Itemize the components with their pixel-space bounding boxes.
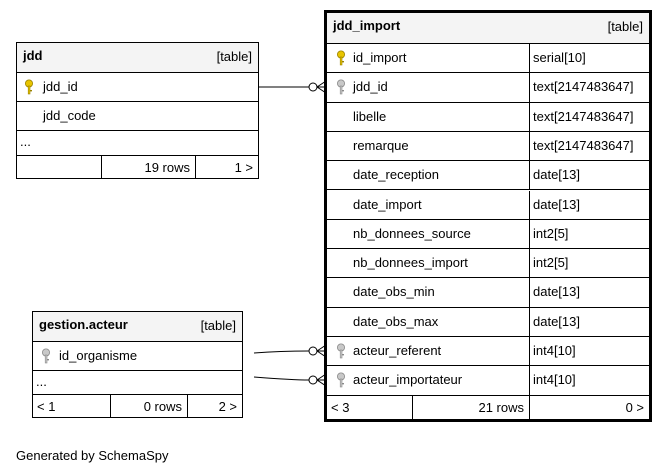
table-type: [table] (216, 49, 252, 64)
column-name: remarque (353, 137, 409, 153)
column-type: text[2147483647] (533, 137, 634, 153)
row-count: 19 rows (144, 160, 190, 175)
column-name: nb_donnees_source (353, 225, 471, 241)
table-header: gestion.acteur [table] (33, 312, 242, 342)
table-gestion-acteur[interactable]: gestion.acteur [table] id_organisme ... … (32, 311, 243, 418)
column-row-libelle[interactable]: libelle text[2147483647] (327, 102, 649, 132)
column-row-jdd-code[interactable]: jdd_code (17, 102, 258, 131)
column-type: int4[10] (533, 343, 576, 358)
column-row-acteur-importateur[interactable]: acteur_importateur int4[10] (327, 366, 649, 396)
relationship-acteur-to-importateur (253, 376, 310, 381)
foreign-key-icon (42, 348, 50, 364)
column-name: jdd_id (43, 79, 78, 94)
table-name: jdd_import (333, 18, 401, 33)
relationship-acteur-to-referent (253, 350, 310, 354)
row-count: 21 rows (478, 400, 524, 415)
column-row-date-obs-min[interactable]: date_obs_min date[13] (327, 278, 649, 308)
more-columns-ellipsis: ... (17, 131, 258, 156)
column-type: int2[5] (533, 225, 569, 241)
column-row-date-reception[interactable]: date_reception date[13] (327, 161, 649, 191)
foreign-key-icon (337, 372, 345, 388)
column-name: date_import (353, 196, 422, 212)
column-name: libelle (353, 108, 387, 124)
children-count[interactable]: 2 > (218, 399, 237, 414)
table-jdd[interactable]: jdd [table] jdd_id jdd_code ... 19 rows … (16, 42, 259, 179)
column-name: acteur_importateur (353, 372, 463, 388)
table-type: [table] (607, 19, 643, 34)
foreign-key-icon (337, 343, 345, 359)
column-row-jdd-id[interactable]: jdd_id text[2147483647] (327, 73, 649, 103)
row-count: 0 rows (143, 399, 182, 414)
column-type: int2[5] (533, 255, 569, 271)
column-type: date[13] (533, 313, 580, 329)
column-row-remarque[interactable]: remarque text[2147483647] (327, 131, 649, 162)
column-row-date-import[interactable]: date_import date[13] (327, 190, 649, 220)
more-columns-ellipsis: ... (33, 371, 242, 395)
primary-key-icon (337, 50, 345, 66)
generated-by-note: Generated by SchemaSpy (16, 448, 169, 463)
table-type: [table] (200, 318, 236, 333)
ellipsis-text: ... (36, 374, 47, 389)
column-name: jdd_code (43, 108, 96, 123)
children-count[interactable]: 0 > (625, 400, 644, 415)
column-row-id-import[interactable]: id_import serial[10] (327, 44, 649, 74)
column-name: id_organisme (59, 348, 138, 363)
column-type: date[13] (533, 284, 580, 300)
column-row-acteur-referent[interactable]: acteur_referent int4[10] (327, 337, 649, 367)
column-type: text[2147483647] (533, 108, 634, 124)
column-name: date_reception (353, 167, 440, 183)
column-name: date_obs_min (353, 284, 435, 300)
column-type: int4[10] (533, 372, 576, 388)
column-type: text[2147483647] (533, 79, 634, 95)
table-name: gestion.acteur (39, 317, 128, 332)
children-count[interactable]: 1 > (234, 160, 253, 175)
column-name: jdd_id (353, 79, 388, 95)
parents-count[interactable]: < 1 (37, 399, 56, 414)
primary-key-icon (25, 79, 33, 95)
column-type: date[13] (533, 167, 580, 183)
column-name: id_import (353, 50, 407, 65)
ellipsis-text: ... (20, 134, 31, 149)
column-row-date-obs-max[interactable]: date_obs_max date[13] (327, 307, 649, 337)
parents-count[interactable]: < 3 (331, 400, 350, 415)
table-header: jdd_import [table] (327, 13, 649, 44)
table-header: jdd [table] (17, 43, 258, 73)
column-row-jdd-id[interactable]: jdd_id (17, 73, 258, 102)
column-row-id-organisme[interactable]: id_organisme (33, 342, 242, 371)
column-type: serial[10] (533, 50, 586, 65)
column-row-nb-donnees-import[interactable]: nb_donnees_import int2[5] (327, 249, 649, 279)
column-name: nb_donnees_import (353, 255, 468, 271)
table-footer: 19 rows 1 > (17, 156, 258, 178)
column-name: date_obs_max (353, 313, 439, 329)
column-name: acteur_referent (353, 343, 442, 358)
column-type: date[13] (533, 196, 580, 212)
table-jdd-import[interactable]: jdd_import [table] id_import serial[10] jd… (324, 10, 652, 422)
table-footer: < 1 0 rows 2 > (33, 395, 242, 417)
table-name: jdd (23, 48, 43, 63)
foreign-key-icon (337, 79, 345, 95)
column-row-nb-donnees-source[interactable]: nb_donnees_source int2[5] (327, 219, 649, 250)
table-footer: < 3 21 rows 0 > (327, 396, 649, 419)
